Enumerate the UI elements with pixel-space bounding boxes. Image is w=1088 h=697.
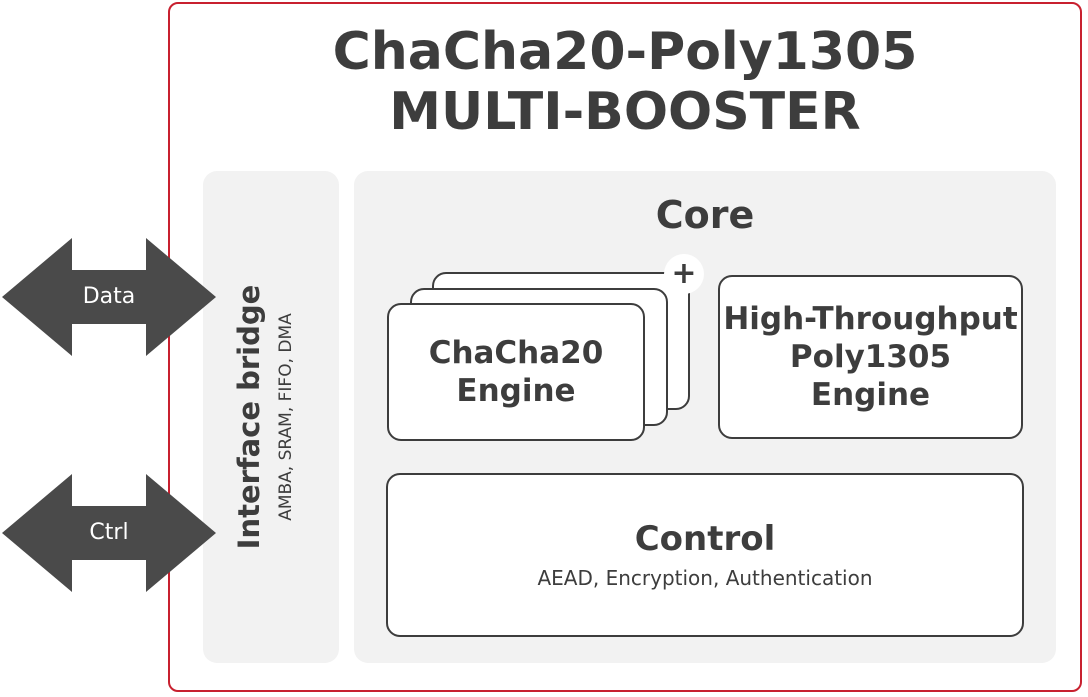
title-line-1: ChaCha20-Poly1305	[332, 22, 918, 82]
core-title: Core	[655, 193, 755, 237]
diagram-title: ChaCha20-Poly1305 MULTI-BOOSTER	[168, 22, 1082, 142]
arrows-layer	[2, 238, 216, 592]
plus-icon: +	[664, 254, 704, 294]
control-box: Control AEAD, Encryption, Authentication	[386, 473, 1024, 637]
title-line-2: MULTI-BOOSTER	[389, 82, 861, 142]
ctrl-arrow-label: Ctrl	[89, 520, 129, 545]
chacha-engine-line-1: ChaCha20	[428, 335, 604, 371]
poly-engine-line-1: High-Throughput	[723, 301, 1018, 337]
poly-engine-line-3: Engine	[810, 377, 931, 413]
chacha-engine-box: ChaCha20 Engine	[387, 303, 645, 441]
interface-bridge-protocols: AMBA, SRAM, FIFO, DMA	[276, 313, 296, 521]
interface-bridge-label: Interface bridge	[232, 284, 266, 550]
data-arrow-label: Data	[82, 284, 136, 309]
ctrl-double-arrow-icon	[2, 474, 216, 592]
interface-bridge-panel	[203, 171, 339, 663]
control-subtitle: AEAD, Encryption, Authentication	[537, 566, 873, 590]
chacha-engine-line-2: Engine	[456, 373, 576, 409]
data-double-arrow-icon	[2, 238, 216, 356]
poly-engine-line-2: Poly1305	[789, 339, 952, 375]
poly1305-engine-box: High-Throughput Poly1305 Engine	[718, 275, 1023, 439]
control-title: Control	[634, 519, 776, 559]
